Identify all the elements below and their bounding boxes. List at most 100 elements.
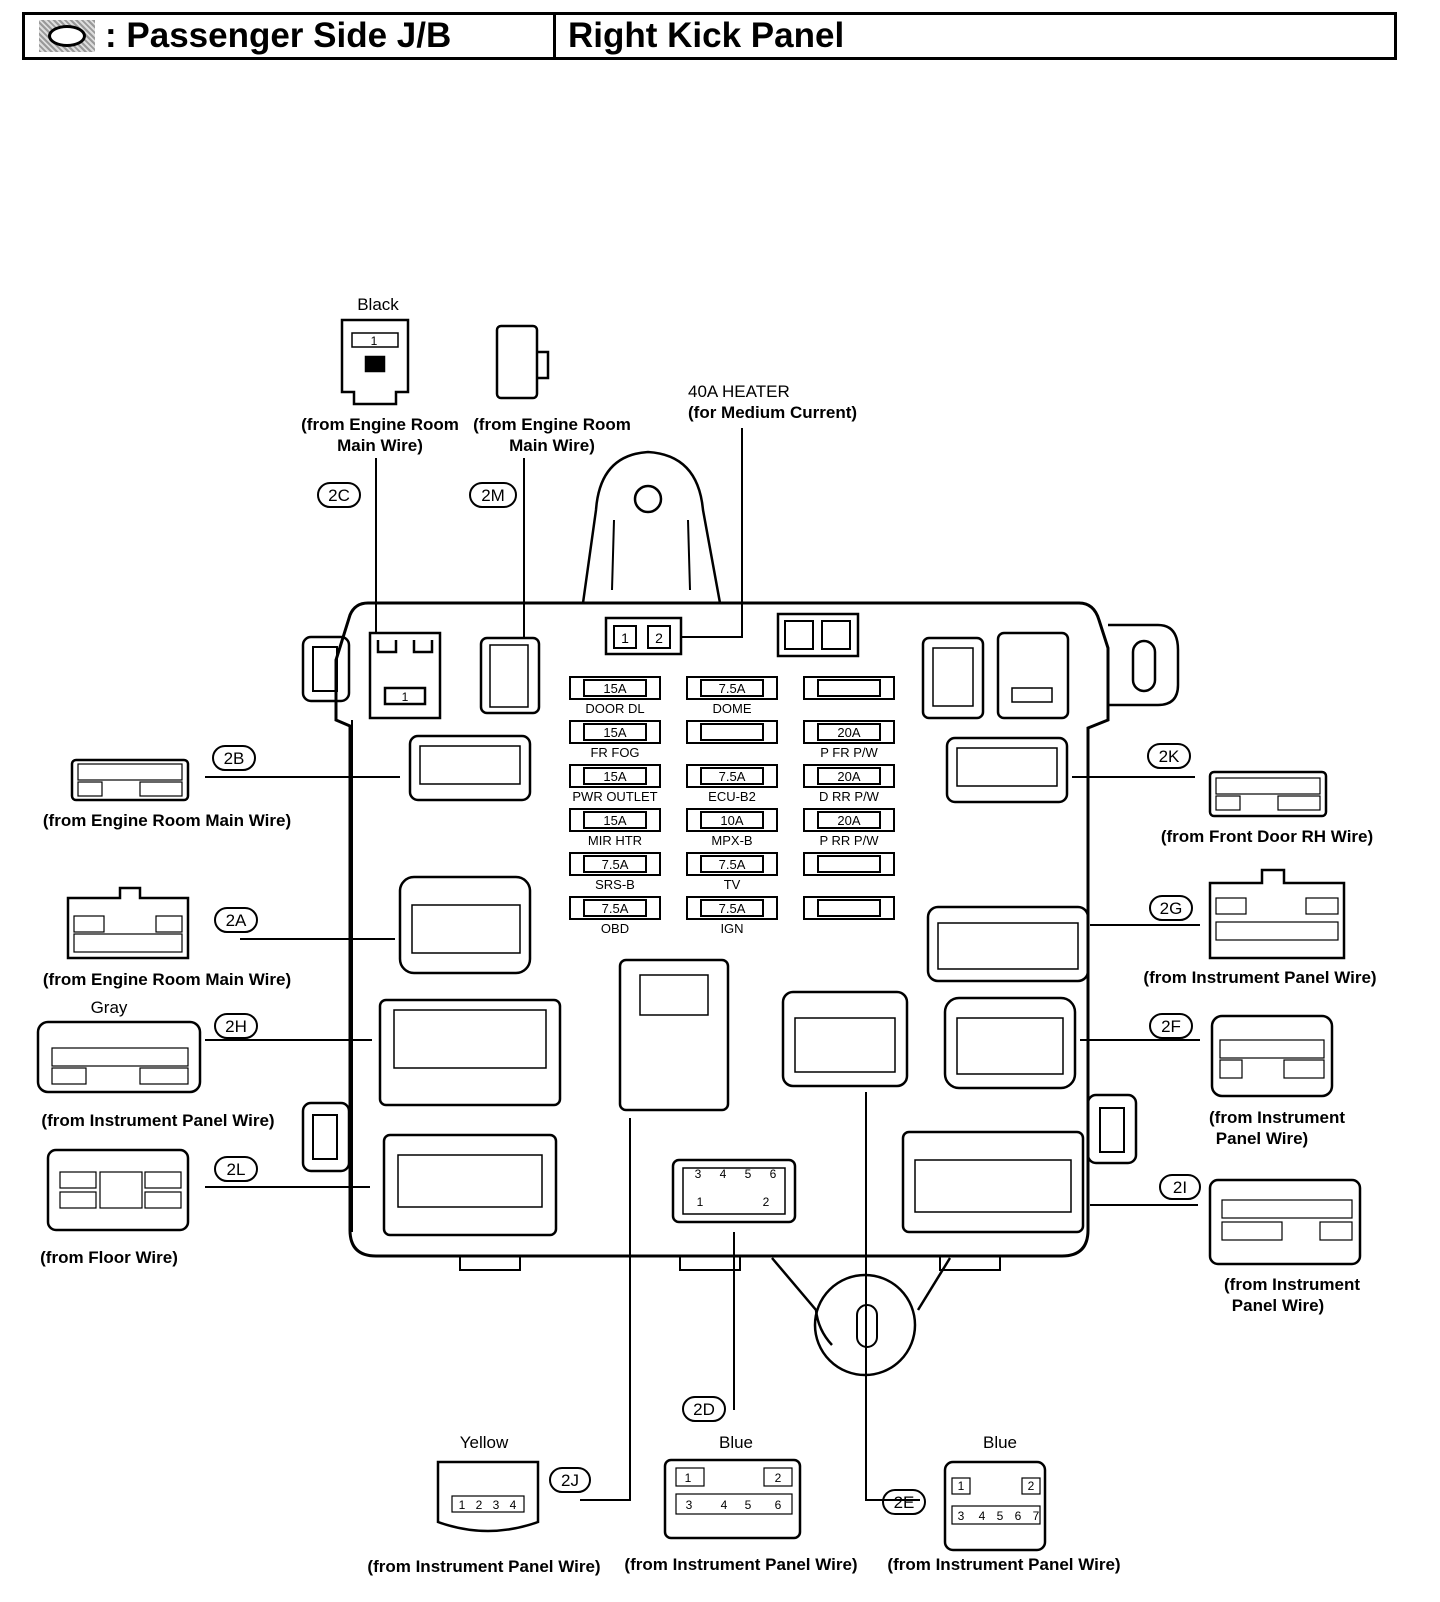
callout-labels: 2C 2M 2B 2K 2A 2G 2H 2F 2L 2I 2J 2D 2E (224, 486, 1187, 1512)
svg-text:1: 1 (685, 1471, 692, 1485)
fuse-name: MIR HTR (588, 833, 642, 848)
pin-label: 1 (402, 690, 409, 704)
callout-2C: 2C (328, 486, 350, 505)
color-label-2H: Gray (91, 998, 128, 1017)
fuse-col2 (686, 676, 778, 920)
pin-cavities (51, 763, 1353, 1525)
fuse-rating: 20A (837, 769, 860, 784)
connector-labels: Black (from Engine Room Main Wire) (from… (40, 295, 1376, 1576)
callout-2L: 2L (227, 1160, 246, 1179)
callout-2A: 2A (226, 911, 247, 930)
svg-text:2: 2 (775, 1471, 782, 1485)
fuse-name: OBD (601, 921, 629, 936)
source-label-2H: (from Instrument Panel Wire) (41, 1111, 274, 1130)
callout-2J: 2J (561, 1471, 579, 1490)
source-label-2A: (from Engine Room Main Wire) (43, 970, 291, 989)
callout-2K: 2K (1159, 747, 1180, 766)
svg-text:1: 1 (697, 1195, 704, 1209)
color-label-2E: Blue (983, 1433, 1017, 1452)
source-label-2J: (from Instrument Panel Wire) (367, 1557, 600, 1576)
fuse-rating: 7.5A (602, 857, 629, 872)
source-label-2B: (from Engine Room Main Wire) (43, 811, 291, 830)
callout-2D: 2D (693, 1400, 715, 1419)
fuse-name: ECU-B2 (708, 789, 756, 804)
fuse-name: D RR P/W (819, 789, 880, 804)
heater-sublabel: (for Medium Current) (688, 403, 857, 422)
source-label-2I: Panel Wire) (1232, 1296, 1324, 1315)
pin-numbers: 1 1 2 3 4 5 6 1 2 3 4 5 6 7 1 2 3 4 3 4 … (371, 334, 1040, 1523)
fuse-col3 (803, 676, 895, 920)
color-label-2C: Black (357, 295, 399, 314)
source-label-2F: (from Instrument (1209, 1108, 1345, 1127)
fuse-rating: 15A (603, 813, 626, 828)
source-label-2D: (from Instrument Panel Wire) (624, 1555, 857, 1574)
fuse-rating: 15A (603, 769, 626, 784)
fuse-rating: 7.5A (719, 769, 746, 784)
fuse-rating: 20A (837, 725, 860, 740)
svg-text:6: 6 (775, 1498, 782, 1512)
callout-2E: 2E (894, 1493, 915, 1512)
heater-label: 40A HEATER (688, 382, 790, 401)
svg-text:3: 3 (493, 1498, 500, 1512)
source-label-2M: Main Wire) (509, 436, 595, 455)
svg-text:1: 1 (371, 334, 378, 348)
source-label-2C: Main Wire) (337, 436, 423, 455)
source-label-2G: (from Instrument Panel Wire) (1143, 968, 1376, 987)
svg-text:2: 2 (476, 1498, 483, 1512)
fuse-name: DOOR DL (585, 701, 644, 716)
svg-text:6: 6 (1015, 1509, 1022, 1523)
svg-text:4: 4 (721, 1498, 728, 1512)
fuse-name: PWR OUTLET (572, 789, 657, 804)
heater-fuse-slot: 1 2 40A HEATER (for Medium Current) (604, 382, 860, 658)
title-bar: : Passenger Side J/B Right Kick Panel (22, 12, 1397, 60)
fuse-array: 15A DOOR DL 15A FR FOG 15A PWR OUTLET 15… (569, 676, 895, 936)
title-right-cell: Right Kick Panel (556, 15, 844, 57)
source-label-2F: Panel Wire) (1216, 1129, 1308, 1148)
junction-block-symbol-icon (39, 20, 95, 52)
heater-pin-2: 2 (655, 630, 663, 646)
callout-2G: 2G (1160, 899, 1183, 918)
fuse-name: P RR P/W (820, 833, 880, 848)
svg-text:5: 5 (997, 1509, 1004, 1523)
external-connectors (36, 318, 1362, 1552)
source-label-2K: (from Front Door RH Wire) (1161, 827, 1373, 846)
callout-2M: 2M (481, 486, 505, 505)
title-left-cell: : Passenger Side J/B (25, 15, 556, 57)
fuse-rating: 7.5A (602, 901, 629, 916)
svg-text:3: 3 (958, 1509, 965, 1523)
fuse-name: FR FOG (590, 745, 639, 760)
callout-2I: 2I (1173, 1178, 1187, 1197)
svg-text:5: 5 (745, 1498, 752, 1512)
svg-text:4: 4 (720, 1167, 727, 1181)
source-label-2M: (from Engine Room (473, 415, 631, 434)
svg-text:4: 4 (979, 1509, 986, 1523)
svg-text:7: 7 (1033, 1509, 1040, 1523)
fuse-rating: 20A (837, 813, 860, 828)
fuse-name: IGN (720, 921, 743, 936)
svg-text:1: 1 (459, 1498, 466, 1512)
source-label-2I: (from Instrument (1224, 1275, 1360, 1294)
fuse-rating: 7.5A (719, 901, 746, 916)
svg-text:3: 3 (686, 1498, 693, 1512)
callout-2F: 2F (1161, 1017, 1181, 1036)
fuse-name: P FR P/W (820, 745, 878, 760)
fuse-rating: 15A (603, 725, 626, 740)
heater-pin-1: 1 (621, 630, 629, 646)
block-sockets: 1 (368, 631, 1090, 1237)
svg-text:3: 3 (695, 1167, 702, 1181)
fuse-rating: 10A (720, 813, 743, 828)
callouts (212, 482, 1201, 1515)
color-label-2D: Blue (719, 1433, 753, 1452)
fuse-rating: 15A (603, 681, 626, 696)
fuse-name: MPX-B (711, 833, 752, 848)
callout-2B: 2B (224, 749, 245, 768)
svg-text:2: 2 (763, 1195, 770, 1209)
fuse-rating: 7.5A (719, 857, 746, 872)
svg-text:1: 1 (958, 1479, 965, 1493)
svg-text:2: 2 (1028, 1479, 1035, 1493)
source-label-2L: (from Floor Wire) (40, 1248, 178, 1267)
fuse-col1 (569, 676, 661, 920)
color-label-2J: Yellow (460, 1433, 509, 1452)
location-title: Right Kick Panel (568, 16, 845, 55)
